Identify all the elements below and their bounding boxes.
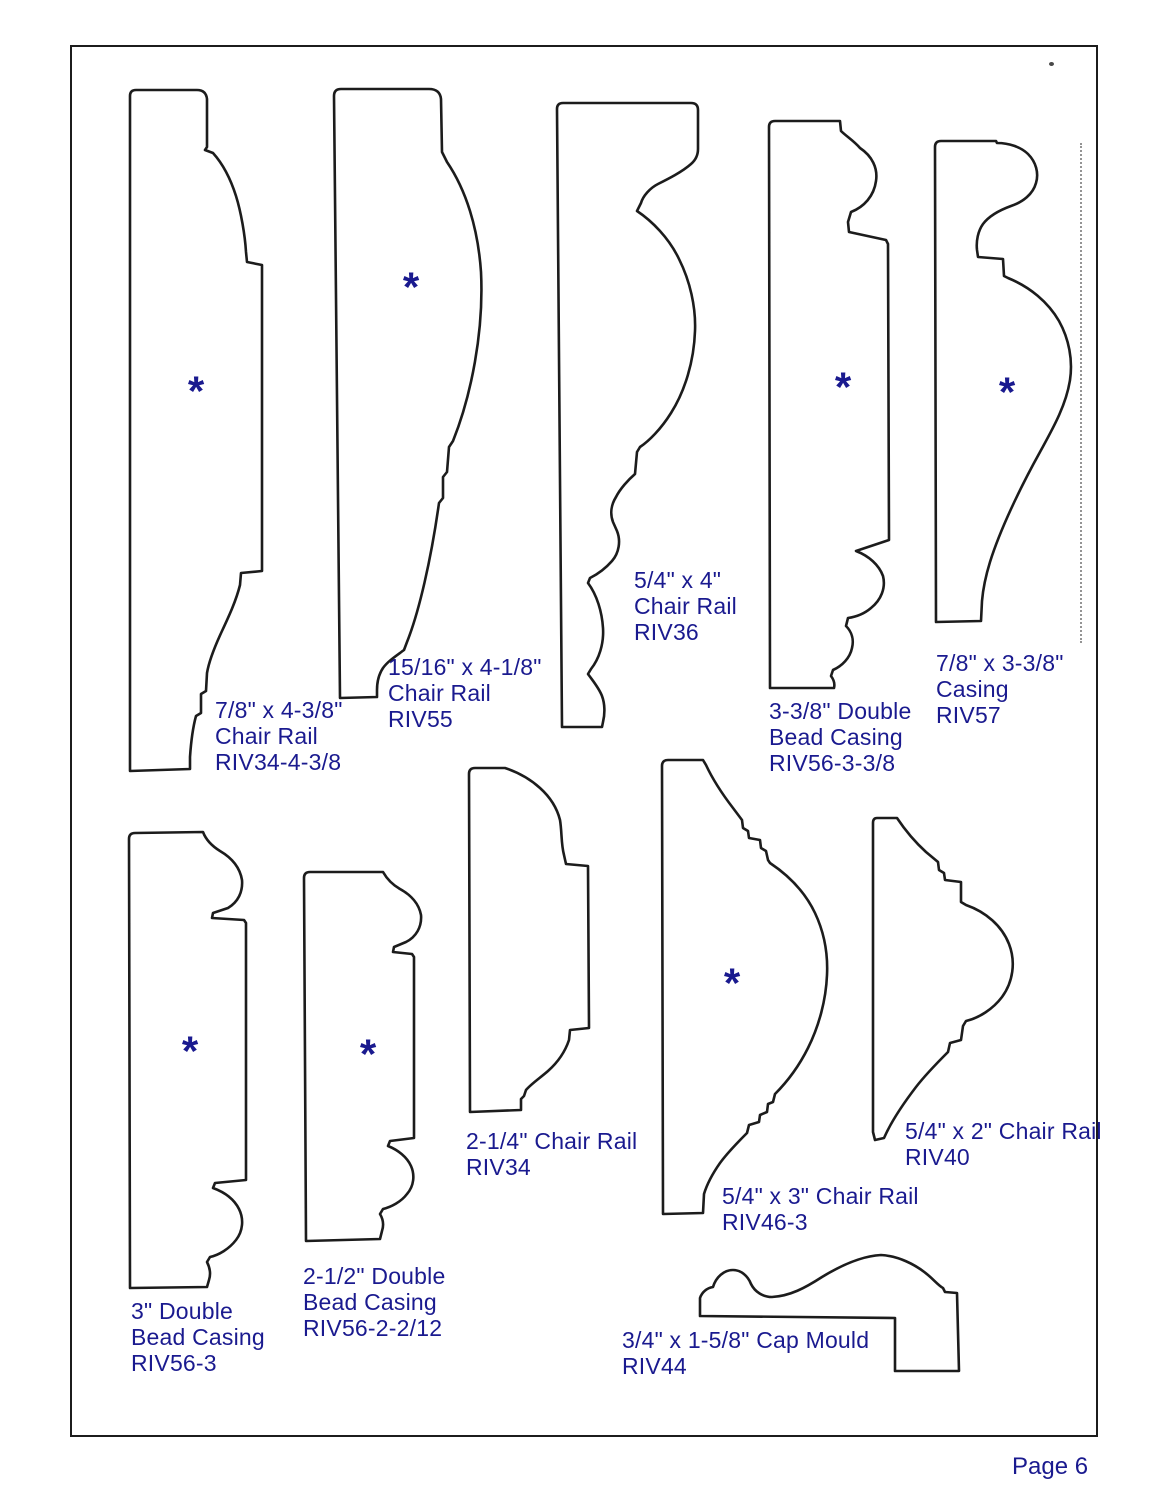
profile-label-riv34: 2-1/4" Chair Rail RIV34 [466,1128,637,1180]
label-line: RIV56-3 [131,1350,217,1377]
label-line: 5/4" x 4" [634,567,722,593]
page-number: Page 6 [1012,1453,1089,1480]
asterisk-mark: * [187,367,205,415]
profile-drawing-riv34-4-3-8 [128,88,264,773]
label-line: RIV57 [936,702,1001,729]
asterisk-mark: * [723,959,741,1007]
label-line: Chair Rail [388,680,491,707]
label-line: RIV55 [388,706,453,733]
label-line: Bead Casing [303,1289,437,1316]
label-line: 15/16" x 4-1/8" [388,654,542,680]
label-line: RIV34 [466,1154,531,1181]
profile-drawing-riv36 [555,101,700,729]
profile-drawing-riv40 [871,816,1015,1142]
label-line: 5/4" x 3" Chair Rail [722,1183,919,1209]
scan-speck [1049,62,1054,66]
label-line: Bead Casing [769,724,903,751]
label-line: 2-1/4" Chair Rail [466,1128,638,1154]
profile-label-riv55: 15/16" x 4-1/8" Chair Rail RIV55 [388,654,542,733]
profile-label-riv56-2-2-12: 2-1/2" Double Bead Casing RIV56-2-2/12 [303,1263,445,1342]
label-line: 7/8" x 3-3/8" [936,650,1064,676]
profile-drawing-riv56-3-3-8 [767,119,891,690]
label-line: RIV40 [905,1144,970,1171]
label-line: RIV56-3-3/8 [769,750,896,777]
asterisk-mark: * [834,363,852,411]
label-line: RIV56-2-2/12 [303,1315,443,1342]
label-line: RIV44 [622,1353,687,1380]
asterisk-mark: * [402,263,420,311]
profile-label-riv34-4-3-8: 7/8" x 4-3/8" Chair Rail RIV34-4-3/8 [215,697,343,776]
profile-label-riv44: 3/4" x 1-5/8" Cap Mould RIV44 [622,1327,869,1379]
label-line: Chair Rail [634,593,737,620]
profile-drawing-riv44 [698,1253,961,1373]
profile-drawing-riv46-3 [660,758,829,1216]
profile-drawing-riv56-2-2-12 [302,870,423,1243]
label-line: 3-3/8" Double [769,698,912,724]
label-line: Chair Rail [215,723,318,750]
label-line: 7/8" x 4-3/8" [215,697,343,723]
label-line: 5/4" x 2" Chair Rail [905,1118,1102,1144]
profile-label-riv40: 5/4" x 2" Chair Rail RIV40 [905,1118,1102,1170]
profile-drawing-riv56-3 [127,830,248,1290]
page-border [70,45,1098,1437]
label-line: RIV36 [634,619,699,646]
profile-label-riv56-3: 3" Double Bead Casing RIV56-3 [131,1298,265,1377]
scan-artifact-line [1080,143,1082,643]
label-line: 3" Double [131,1298,234,1324]
asterisk-mark: * [359,1030,377,1078]
label-line: RIV34-4-3/8 [215,749,342,776]
profile-drawing-riv55 [332,87,483,700]
asterisk-mark: * [998,368,1016,416]
label-line: RIV46-3 [722,1209,808,1236]
asterisk-mark: * [181,1027,199,1075]
profile-drawing-riv57 [933,139,1073,624]
label-line: 2-1/2" Double [303,1263,446,1289]
label-line: Casing [936,676,1009,703]
profile-label-riv57: 7/8" x 3-3/8" Casing RIV57 [936,650,1064,729]
label-line: 3/4" x 1-5/8" Cap Mould [622,1327,870,1353]
label-line: Bead Casing [131,1324,265,1351]
profile-drawing-riv34 [467,766,591,1114]
profile-label-riv36: 5/4" x 4" Chair Rail RIV36 [634,567,737,646]
profile-label-riv46-3: 5/4" x 3" Chair Rail RIV46-3 [722,1183,919,1235]
profile-label-riv56-3-3-8: 3-3/8" Double Bead Casing RIV56-3-3/8 [769,698,911,777]
